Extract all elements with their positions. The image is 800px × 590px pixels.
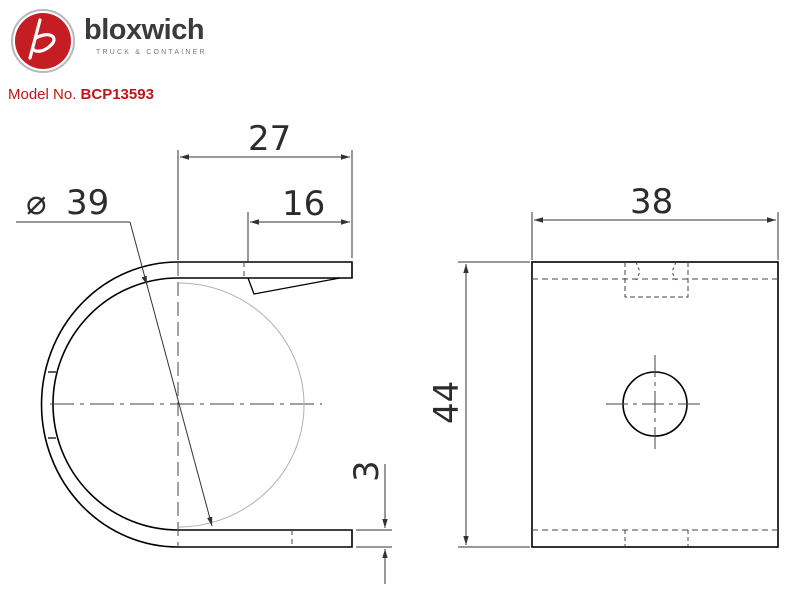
overall-width-label: 27 bbox=[248, 119, 291, 159]
side-view-construction-lines bbox=[50, 262, 322, 547]
model-label: Model No. bbox=[8, 86, 77, 103]
diameter-symbol: ⌀ bbox=[26, 183, 46, 223]
bottom-tab bbox=[178, 529, 353, 548]
brand-name: bloxwich bbox=[84, 14, 205, 46]
height-label: 44 bbox=[427, 381, 467, 424]
dimension-front-width bbox=[531, 212, 779, 260]
thickness-label: 3 bbox=[347, 460, 387, 482]
front-view-hidden-lines bbox=[532, 261, 778, 547]
dimension-overall-width bbox=[177, 150, 353, 260]
dimension-height bbox=[458, 261, 530, 548]
diameter-label: 39 bbox=[66, 183, 109, 223]
clamp-outer-profile bbox=[40, 261, 179, 548]
front-view-outline bbox=[531, 261, 779, 548]
bloxwich-logo-icon bbox=[11, 9, 75, 73]
front-width-label: 38 bbox=[630, 182, 673, 222]
top-tab bbox=[178, 261, 353, 279]
pipe-circle bbox=[177, 282, 305, 528]
dimension-diameter bbox=[16, 221, 213, 527]
dimension-thickness bbox=[356, 464, 392, 584]
model-line: Model No. BCP13593 bbox=[8, 86, 154, 103]
dimension-tab-length bbox=[247, 212, 350, 262]
brand-tagline: TRUCK & CONTAINER bbox=[96, 49, 207, 56]
tab-length-label: 16 bbox=[282, 184, 325, 224]
model-number: BCP13593 bbox=[80, 86, 154, 103]
top-tab-lip bbox=[247, 277, 341, 295]
